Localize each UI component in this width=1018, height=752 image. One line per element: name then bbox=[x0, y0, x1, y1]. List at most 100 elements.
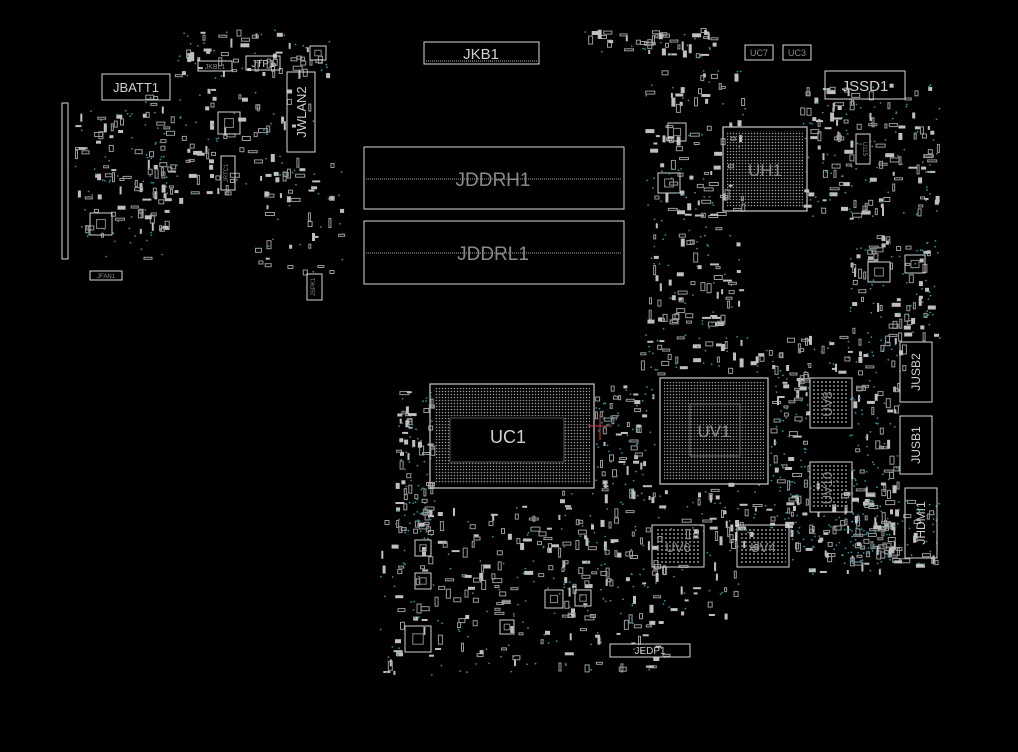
chip-uc1[interactable]: UC1 bbox=[429, 383, 612, 489]
via bbox=[789, 484, 792, 486]
connector-jusb2[interactable]: JUSB2 bbox=[899, 341, 933, 403]
smd-part bbox=[601, 471, 606, 477]
smd-part bbox=[845, 163, 852, 167]
via bbox=[853, 477, 856, 480]
via bbox=[670, 53, 672, 56]
connector-jbatt1[interactable]: JBATT1 bbox=[101, 73, 171, 101]
via bbox=[124, 109, 127, 112]
smd-part bbox=[618, 461, 626, 463]
smd-part bbox=[552, 544, 559, 548]
via bbox=[80, 129, 83, 132]
connector-jfan1[interactable]: JFAN1 bbox=[89, 270, 123, 281]
smd-part bbox=[713, 165, 721, 170]
via bbox=[662, 327, 665, 330]
via bbox=[87, 233, 90, 236]
connector-jkb1[interactable]: JKB1 bbox=[423, 41, 540, 65]
connector-jssd1[interactable]: JSSD1 bbox=[824, 70, 906, 100]
smd-part bbox=[772, 401, 782, 404]
chip-uv1[interactable]: UV1 bbox=[659, 377, 769, 485]
via bbox=[602, 410, 605, 413]
via bbox=[326, 66, 328, 69]
via bbox=[417, 519, 419, 522]
via bbox=[830, 172, 833, 175]
connector-jrtc1[interactable]: JRTC1 bbox=[220, 155, 236, 191]
chip-u115[interactable]: U115 bbox=[855, 133, 871, 165]
connector-jtp1[interactable]: JTP1 bbox=[245, 55, 281, 71]
chip-uc3[interactable]: UC3 bbox=[782, 44, 812, 61]
via bbox=[619, 501, 622, 504]
smd-part bbox=[671, 97, 676, 107]
via bbox=[707, 254, 710, 257]
smd-part bbox=[615, 433, 622, 436]
via bbox=[632, 479, 635, 482]
dimm-slot-jddrh1[interactable]: JDDRH1 bbox=[363, 146, 625, 210]
smd-part bbox=[710, 37, 719, 41]
label-jwlan2: JWLAN2 bbox=[294, 86, 309, 137]
via bbox=[276, 218, 279, 221]
via bbox=[208, 148, 210, 151]
smd-part bbox=[428, 515, 434, 518]
smd-part bbox=[885, 500, 896, 506]
connector-jspk1[interactable]: JSPK1 bbox=[306, 273, 323, 301]
connector-jedp1[interactable]: JEDP1 bbox=[609, 643, 691, 658]
via bbox=[764, 504, 767, 507]
smd-part bbox=[702, 73, 706, 78]
via bbox=[145, 101, 147, 104]
via bbox=[896, 154, 899, 157]
via bbox=[805, 417, 807, 420]
chip-uv4[interactable]: UV4 bbox=[736, 524, 790, 568]
via bbox=[789, 493, 792, 496]
via bbox=[848, 208, 851, 211]
via bbox=[629, 622, 632, 624]
smd-part bbox=[677, 44, 681, 50]
smd-part bbox=[634, 452, 643, 457]
smd-part bbox=[884, 123, 888, 129]
connector-jusb1[interactable]: JUSB1 bbox=[899, 415, 933, 475]
via bbox=[266, 133, 268, 136]
via bbox=[890, 556, 893, 558]
smd-part bbox=[675, 146, 683, 152]
via bbox=[596, 466, 599, 468]
smd-part bbox=[255, 247, 262, 253]
via bbox=[800, 465, 803, 468]
dimm-slot-jddrl1[interactable]: JDDRL1 bbox=[363, 220, 625, 285]
via bbox=[661, 219, 663, 222]
connector-jhdmi1[interactable]: JHDMI1 bbox=[904, 487, 938, 559]
chip-uv8[interactable]: UV8 bbox=[809, 377, 853, 429]
smd-part bbox=[858, 268, 863, 279]
smd-part bbox=[150, 102, 158, 106]
smd-part bbox=[122, 175, 132, 179]
smd-part bbox=[575, 519, 580, 526]
smd-part bbox=[795, 542, 801, 552]
smd-part bbox=[808, 363, 812, 368]
via bbox=[527, 531, 530, 534]
chip-uv10[interactable]: UV10 bbox=[809, 461, 853, 513]
smd-part bbox=[520, 543, 525, 550]
via bbox=[868, 114, 871, 117]
via bbox=[410, 479, 412, 482]
smd-part bbox=[755, 356, 759, 364]
via bbox=[421, 487, 424, 490]
smd-part bbox=[640, 352, 647, 356]
chip-uc7[interactable]: UC7 bbox=[744, 44, 774, 61]
smd-part bbox=[709, 494, 712, 503]
connector-jwlan2[interactable]: JWLAN2 bbox=[286, 71, 316, 153]
via bbox=[590, 668, 592, 671]
via bbox=[708, 326, 710, 329]
smd-part bbox=[847, 350, 853, 353]
chip-uh1[interactable]: UH1 bbox=[722, 126, 808, 212]
chip-uv6[interactable]: UV6 bbox=[651, 524, 705, 568]
smd-part bbox=[896, 298, 901, 302]
smd-part bbox=[854, 516, 858, 524]
smd-part bbox=[514, 513, 519, 520]
smd-part bbox=[724, 341, 728, 349]
via bbox=[938, 502, 941, 505]
smd-part bbox=[238, 117, 247, 122]
smd-part bbox=[188, 173, 197, 178]
smd-part bbox=[396, 507, 401, 512]
via bbox=[915, 536, 918, 539]
smd-part bbox=[702, 519, 713, 523]
connector-jkbl1[interactable]: JKBL1 bbox=[197, 60, 233, 72]
smd-part bbox=[591, 31, 600, 35]
smd-part bbox=[856, 542, 861, 547]
